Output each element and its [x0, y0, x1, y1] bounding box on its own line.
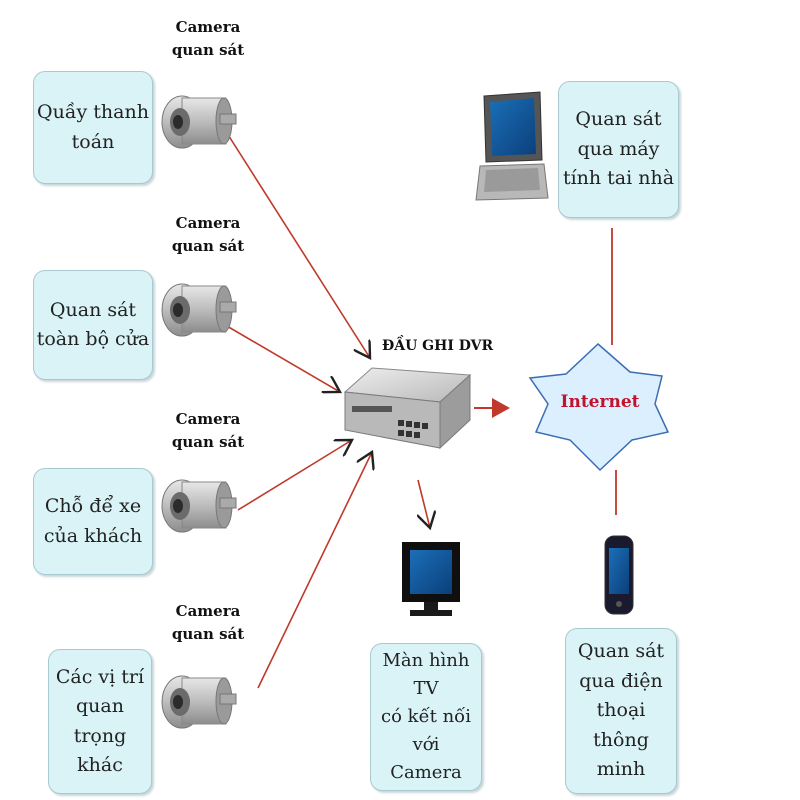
internet-star-icon	[528, 342, 670, 472]
box-checkout: Quầy thanh toán	[33, 71, 153, 184]
connector-dvr-tv	[418, 479, 430, 528]
connector-cam3-dvr	[237, 440, 352, 511]
laptop-icon	[475, 91, 549, 201]
box-tv-screen: Màn hình TV có kết nối với Camera	[370, 643, 482, 791]
dvr-label: ĐẦU GHI DVR	[382, 338, 494, 354]
connector-cam1-dvr	[224, 129, 370, 358]
box-home-computer: Quan sát qua máy tính tai nhà	[558, 81, 679, 218]
dvr-recorder-icon	[343, 367, 472, 450]
box-doors: Quan sát toàn bộ cửa	[33, 270, 153, 380]
connector-cam4-dvr	[257, 452, 372, 689]
camera-label-3: Camera quan sát	[171, 410, 245, 452]
box-smartphone: Quan sát qua điện thoại thông minh	[565, 628, 677, 794]
connector-cam2-dvr	[219, 321, 340, 392]
camera-label-4: Camera quan sát	[171, 602, 245, 644]
box-other-locations: Các vị trí quan trọng khác	[48, 649, 152, 794]
camera-label-2: Camera quan sát	[171, 214, 245, 256]
security-camera-icon	[161, 95, 237, 149]
smartphone-icon	[604, 535, 634, 615]
tv-monitor-icon	[402, 542, 460, 616]
camera-label-1: Camera quan sát	[171, 18, 245, 60]
box-parking: Chỗ để xe của khách	[33, 468, 153, 575]
internet-label: Internet	[560, 392, 640, 412]
security-camera-icon	[161, 479, 237, 533]
security-camera-icon	[161, 675, 237, 729]
security-camera-icon	[161, 283, 237, 337]
